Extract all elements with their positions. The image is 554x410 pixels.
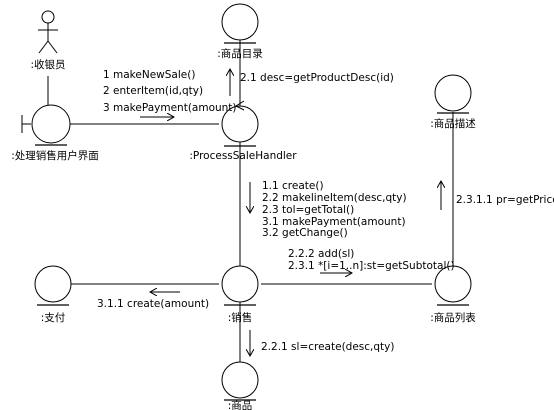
cashier-actor-icon xyxy=(38,10,58,54)
handler-label: :ProcessSaleHandler xyxy=(189,150,297,162)
sale-label: :销售 xyxy=(228,311,253,324)
msg-handler-sale-3: 2.3 tol=getTotal() xyxy=(262,204,354,216)
msg-list-desc-1: 2.3.1.1 pr=getPrice() xyxy=(456,194,554,206)
ui-label: :处理销售用户界面 xyxy=(11,149,99,162)
msg-ui-handler-2: 2 enterItem(id,qty) xyxy=(103,85,203,97)
links xyxy=(47,40,454,362)
msg-ui-handler-3: 3 makePayment(amount) xyxy=(103,102,237,114)
boundary-icon xyxy=(21,104,71,146)
msg-handler-sale-4: 3.1 makePayment(amount) xyxy=(262,216,406,228)
msg-sale-payment-1: 3.1.1 create(amount) xyxy=(97,298,209,310)
msg-handler-sale-2: 2.2 makelineItem(desc,qty) xyxy=(262,192,407,204)
entity-sale-icon xyxy=(221,265,259,306)
entity-list-icon xyxy=(434,265,472,306)
entity-payment-icon xyxy=(34,265,72,306)
product-label: :商品 xyxy=(228,399,253,410)
msg-ui-handler-1: 1 makeNewSale() xyxy=(103,69,195,81)
entity-catalog-icon xyxy=(221,3,259,44)
payment-label: :支付 xyxy=(41,311,66,324)
msg-sale-list-2: 2.3.1 *[i=1..n]:st=getSubtotal() xyxy=(288,260,455,272)
entity-desc-icon xyxy=(434,74,472,114)
entity-product-icon xyxy=(221,361,259,401)
msg-sale-list-1: 2.2.2 add(sl) xyxy=(288,248,354,260)
msg-sale-product-1: 2.2.1 sl=create(desc,qty) xyxy=(261,341,394,353)
catalog-label: :商品目录 xyxy=(217,47,263,60)
msg-handler-sale-5: 3.2 getChange() xyxy=(262,227,348,239)
list-label: :商品列表 xyxy=(430,311,476,324)
desc-label: :商品描述 xyxy=(430,117,476,130)
control-icon xyxy=(221,100,259,147)
message-arrows xyxy=(140,69,441,356)
msg-handler-sale-1: 1.1 create() xyxy=(262,180,324,192)
cashier-label: :收银员 xyxy=(30,58,65,71)
msg-handler-catalog-1: 2.1 desc=getProductDesc(id) xyxy=(240,72,394,84)
